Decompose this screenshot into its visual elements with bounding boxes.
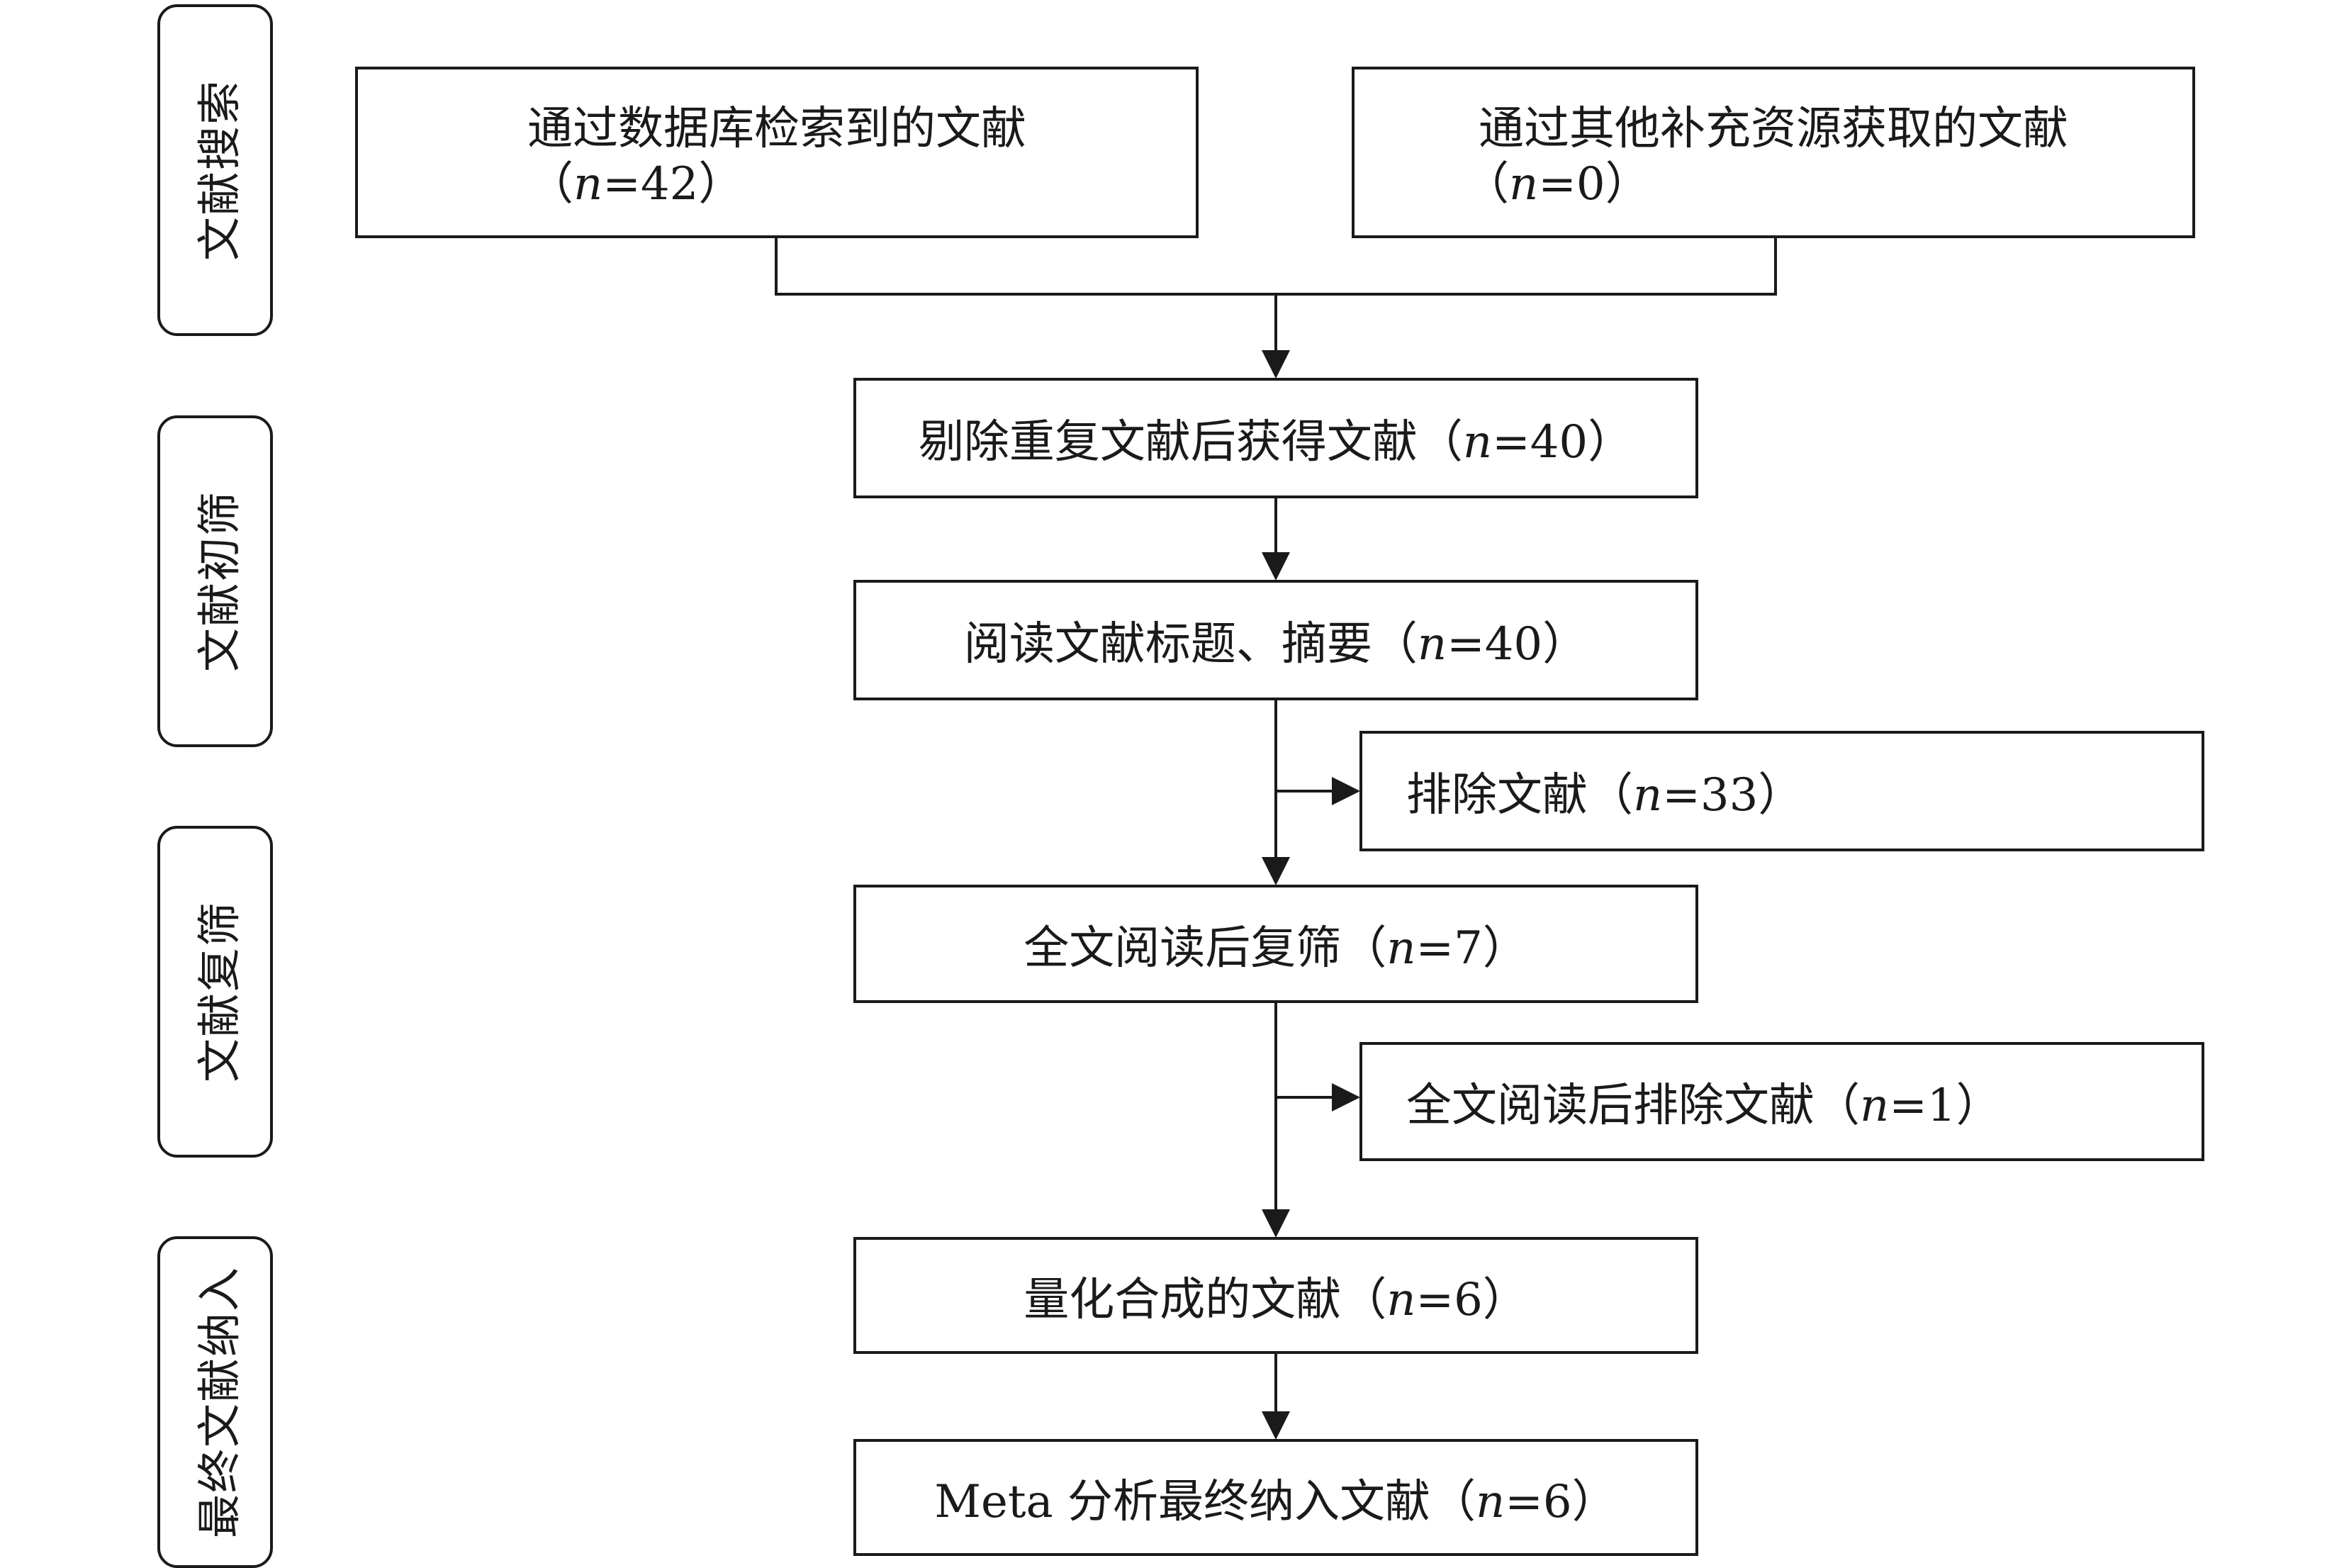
n-symbol: n [1462, 416, 1493, 469]
merge-connector [775, 238, 1777, 296]
box-label: 量化合成的文献（n=6） [1024, 1263, 1528, 1328]
n-symbol: n [1476, 1475, 1505, 1528]
count-value: =6 [1505, 1475, 1572, 1528]
box-label: 阅读文献标题、摘要（n=40） [964, 607, 1588, 673]
other-sources-box: 通过其他补充资源获取的文献 （n=0） [1352, 67, 2195, 238]
stage-label-final-inclusion: 最终文献纳入 [157, 1236, 273, 1568]
box-count: （n=42） [528, 147, 744, 213]
stage-label-re-screening: 文献复筛 [157, 826, 273, 1158]
box-label: 剔除重复文献后获得文献（n=40） [919, 405, 1633, 471]
count-value: =1 [1889, 1080, 1956, 1132]
box-title: 全文阅读后复筛（ [1024, 922, 1387, 975]
n-symbol: n [1633, 769, 1663, 822]
count-value: =40 [1447, 618, 1543, 671]
n-symbol: n [1386, 1273, 1416, 1326]
title-abstract-box: 阅读文献标题、摘要（n=40） [853, 580, 1698, 700]
n-symbol: n [573, 158, 603, 211]
n-symbol: n [1509, 158, 1539, 211]
stage-label-text: 文献初筛 [193, 490, 245, 673]
stage-label-text: 文献复筛 [193, 900, 245, 1083]
box-title: 排除文献（ [1406, 769, 1633, 822]
meta-included-box: Meta 分析最终纳入文献（n=6） [853, 1439, 1698, 1556]
box-title: 剔除重复文献后获得文献（ [918, 416, 1463, 469]
excluded-box: 排除文献（n=33） [1359, 731, 2204, 851]
fulltext-rescreen-box: 全文阅读后复筛（n=7） [853, 885, 1698, 1003]
count-value: =40 [1492, 416, 1588, 469]
paren-close: ） [1482, 1273, 1528, 1326]
after-dedup-box: 剔除重复文献后获得文献（n=40） [853, 378, 1698, 498]
database-search-box: 通过数据库检索到的文献 （n=42） [355, 67, 1199, 238]
box-title: 量化合成的文献（ [1024, 1273, 1387, 1326]
stage-label-search: 文献搜索 [157, 4, 273, 336]
paren-open: （ [1464, 158, 1509, 211]
paren-open: （ [528, 158, 573, 211]
box-label: Meta 分析最终纳入文献（n=6） [934, 1465, 1617, 1530]
count-value: =42 [602, 158, 699, 211]
paren-close: ） [1542, 618, 1588, 671]
box-label: 全文阅读后排除文献（n=1） [1406, 1069, 2002, 1134]
fulltext-excluded-box: 全文阅读后排除文献（n=1） [1359, 1042, 2204, 1161]
stage-label-text: 文献搜索 [193, 79, 245, 262]
box-title: 通过其他补充资源获取的文献 [1479, 103, 2068, 155]
paren-close: ） [1588, 416, 1634, 469]
box-count: （n=0） [1464, 147, 1651, 213]
paren-close: ） [698, 158, 744, 211]
quantitative-synthesis-box: 量化合成的文献（n=6） [853, 1237, 1698, 1354]
count-value: =6 [1415, 1273, 1483, 1326]
n-symbol: n [1860, 1080, 1890, 1132]
n-symbol: n [1417, 618, 1447, 671]
box-label: 全文阅读后复筛（n=7） [1024, 912, 1528, 977]
paren-close: ） [1571, 1475, 1617, 1528]
count-value: =7 [1415, 922, 1483, 975]
paren-close: ） [1758, 769, 1804, 822]
stage-label-initial-screening: 文献初筛 [157, 415, 273, 747]
paren-close: ） [1956, 1080, 2002, 1132]
box-label: 排除文献（n=33） [1406, 758, 1803, 824]
box-title: 通过数据库检索到的文献 [527, 103, 1026, 155]
box-title: 阅读文献标题、摘要（ [963, 618, 1418, 671]
box-title: 全文阅读后排除文献（ [1406, 1080, 1860, 1132]
paren-close: ） [1482, 922, 1528, 975]
n-symbol: n [1386, 922, 1416, 975]
count-value: =33 [1662, 769, 1759, 822]
count-value: =0 [1538, 158, 1605, 211]
paren-close: ） [1605, 158, 1651, 211]
stage-label-text: 最终文献纳入 [193, 1265, 245, 1539]
box-title: Meta 分析最终纳入文献（ [934, 1475, 1476, 1528]
